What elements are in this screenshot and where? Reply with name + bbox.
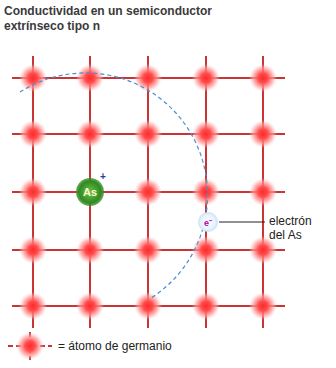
leader-line (219, 222, 265, 223)
node-text: As (83, 186, 97, 198)
charge-sign: + (100, 170, 106, 184)
bond-lines (12, 56, 285, 328)
germanium-atoms (19, 64, 277, 320)
electron-orbit (20, 73, 208, 298)
arsenic-atom: As (76, 178, 104, 206)
legend-text: = átomo de germanio (58, 339, 172, 353)
node-text: e⁻ (204, 216, 212, 229)
callout-label: electrón del As (269, 214, 331, 242)
diagram-title: Conductividad en un semiconductor extrín… (4, 4, 234, 34)
free-electron: e⁻ (198, 212, 218, 232)
legend-atom-symbol (8, 332, 52, 360)
